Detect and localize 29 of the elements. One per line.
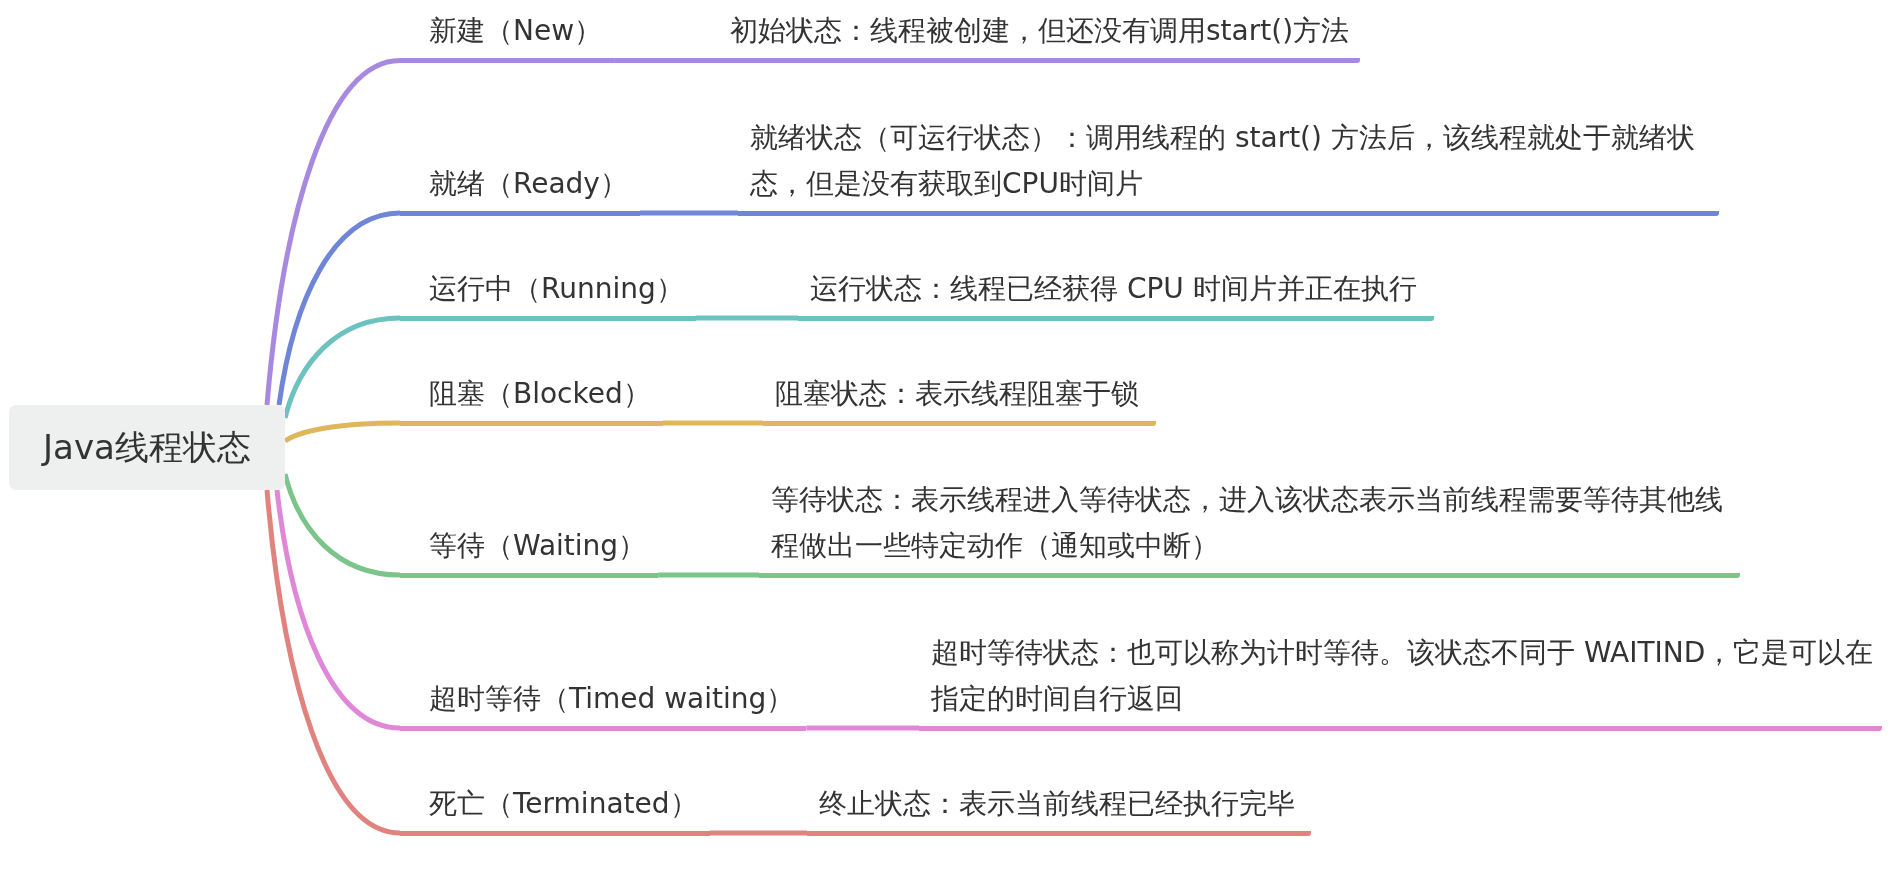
- branch-topic-text: 运行中（Running）: [429, 270, 684, 307]
- detail-note-text: 运行状态：线程已经获得 CPU 时间片并正在执行: [810, 270, 1418, 307]
- connector-line: [639, 210, 738, 216]
- curved-branch-line: [283, 420, 401, 444]
- central-topic-text: Java线程状态: [43, 427, 251, 468]
- connector-line: [614, 58, 718, 63]
- connector-line: [806, 725, 919, 731]
- curved-branch-line: [274, 489, 401, 731]
- branch-topic-text: 阻塞（Blocked）: [429, 375, 651, 412]
- branch-topic-text: 死亡（Terminated）: [429, 785, 698, 822]
- detail-note-text: 初始状态：线程被创建，但还没有调用start()方法: [730, 13, 1351, 49]
- connector-line: [695, 315, 798, 321]
- branch-topic-text: 新建（New）: [429, 13, 603, 49]
- connector-line: [662, 420, 763, 426]
- branch-topic-text: 超时等待（Timed waiting）: [429, 680, 795, 717]
- branch-topic-text: 就绪（Ready）: [429, 165, 628, 202]
- detail-note-text: 终止状态：表示当前线程已经执行完毕: [819, 785, 1296, 822]
- detail-note-text: 就绪状态（可运行状态）：调用线程的 start() 方法后，该线程就处于就绪状态，但是没有获取到CPU时间片: [750, 119, 1696, 202]
- curved-branch-line: [282, 315, 401, 419]
- connector-line: [658, 572, 759, 578]
- curved-branch-line: [264, 489, 401, 836]
- detail-note-text: 超时等待状态：也可以称为计时等待。该状态不同于 WAITIND，它是可以在指定的时间自行返回: [931, 634, 1874, 717]
- central-topic-box: [9, 405, 285, 490]
- connector-line: [709, 830, 807, 836]
- detail-note-text: 阻塞状态：表示线程阻塞于锁: [775, 375, 1140, 412]
- detail-note-text: 等待状态：表示线程进入等待状态，进入该状态表示当前线程需要等待其他线程做出一些特定动作（通知或中断）: [771, 481, 1724, 564]
- curved-branch-line: [264, 58, 401, 406]
- branch-topic-text: 等待（Waiting）: [429, 527, 647, 564]
- curved-branch-line: [276, 210, 401, 406]
